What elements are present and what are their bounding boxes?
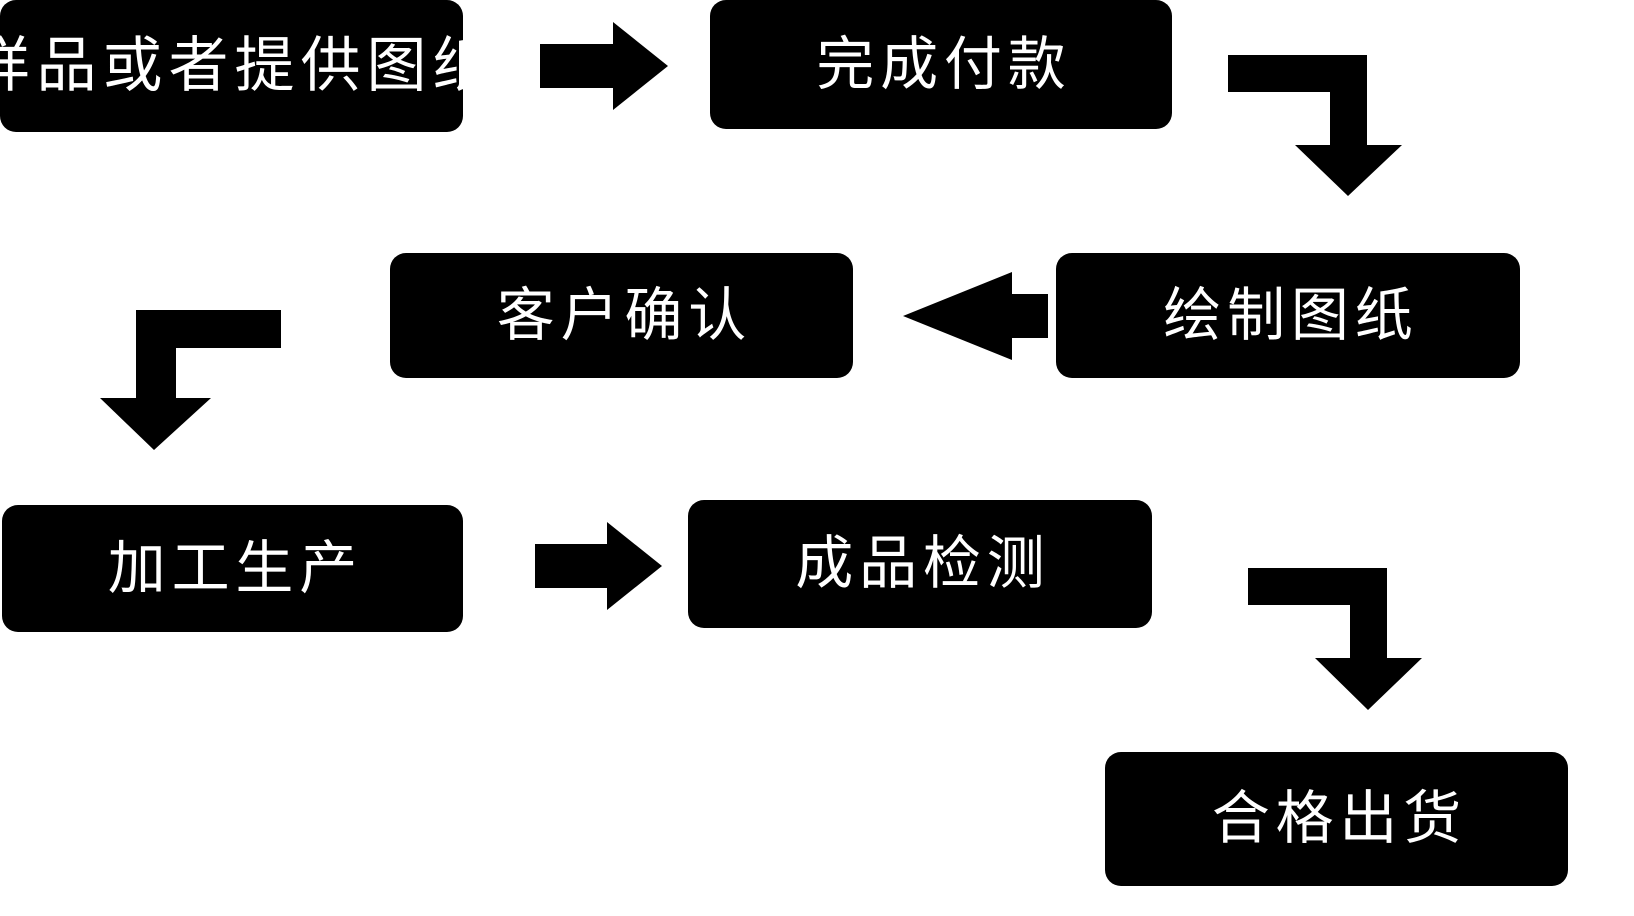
flow-node-label: 合格出货: [1211, 786, 1467, 852]
arrow-left-icon: [903, 272, 1048, 360]
arrow-right-icon: [540, 22, 668, 110]
flow-node-label: 加工生产: [107, 535, 363, 601]
connector-arrow-5: [535, 522, 662, 610]
arrow-right-icon: [535, 522, 662, 610]
flow-node-label: 成品检测: [795, 531, 1051, 597]
elbow-arrow-down-right-icon: [1248, 568, 1422, 710]
flow-node-sample-or-drawing[interactable]: 样品或者提供图纸: [0, 0, 493, 132]
flow-node-customer-confirm[interactable]: 客户确认: [390, 253, 853, 378]
connector-arrow-2: [1228, 55, 1402, 196]
connector-arrow-4: [100, 310, 281, 450]
flow-node-complete-payment[interactable]: 完成付款: [710, 0, 1172, 129]
flow-node-label: 绘制图纸: [1163, 282, 1419, 348]
flow-node-label: 完成付款: [816, 31, 1072, 97]
flow-node-label: 客户确认: [496, 282, 752, 348]
flow-node-label: 样品或者提供图纸: [0, 32, 499, 99]
elbow-arrow-down-left-icon: [100, 310, 281, 450]
connector-arrow-6: [1248, 568, 1422, 710]
flow-node-product-inspection[interactable]: 成品检测: [688, 500, 1152, 628]
flow-node-processing[interactable]: 加工生产: [2, 505, 463, 632]
flow-node-qualified-shipment[interactable]: 合格出货: [1105, 752, 1568, 886]
flow-node-draw-drawing[interactable]: 绘制图纸: [1056, 253, 1520, 378]
connector-arrow-1: [540, 22, 668, 110]
connector-arrow-3: [903, 272, 1048, 360]
elbow-arrow-down-right-icon: [1228, 55, 1402, 196]
